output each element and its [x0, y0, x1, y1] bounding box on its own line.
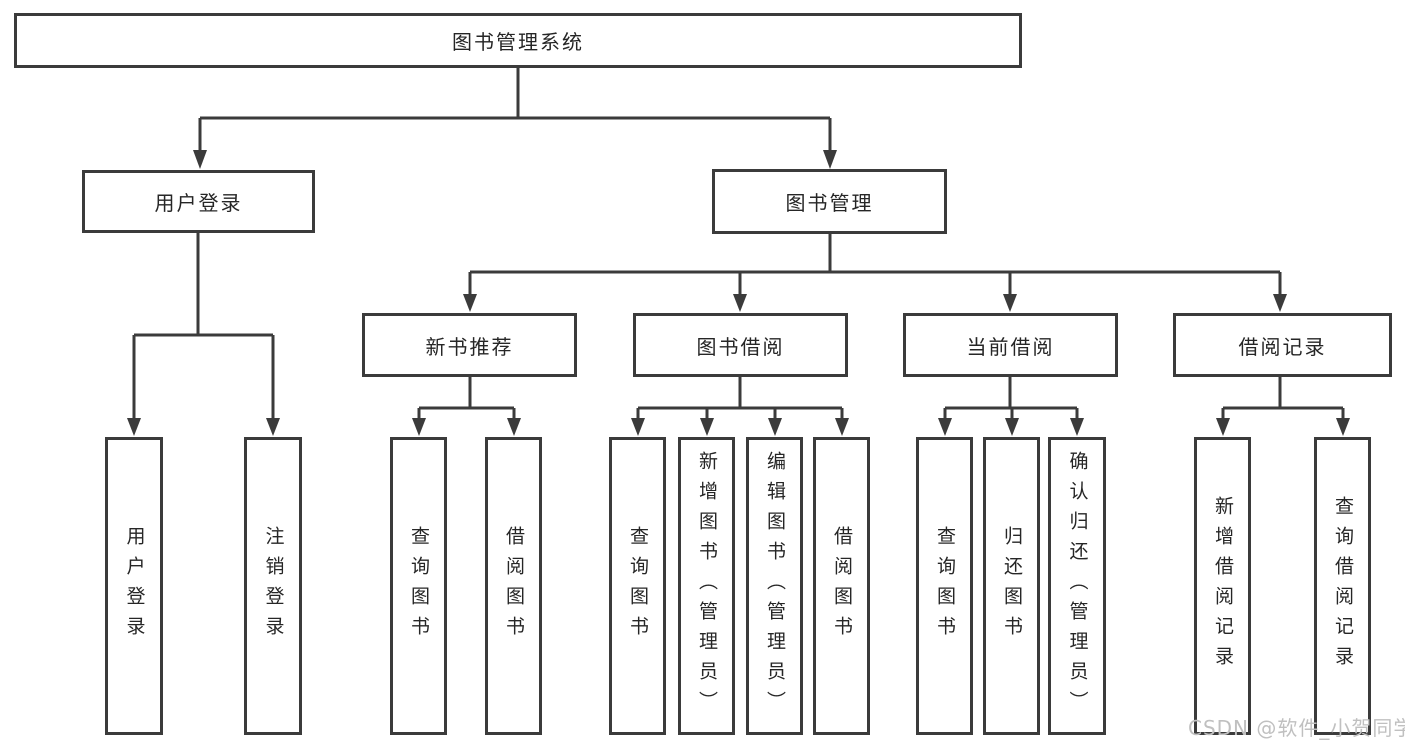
node-leaf-confirm-return-admin: 确认归还（管理员） — [1048, 437, 1106, 735]
node-book-borrow: 图书借阅 — [633, 313, 848, 377]
node-book-management: 图书管理 — [712, 169, 947, 234]
node-label: 查询图书 — [934, 526, 956, 646]
node-current-borrow: 当前借阅 — [903, 313, 1118, 377]
node-leaf-borrow-book-1: 借阅图书 — [485, 437, 542, 735]
node-label: 确认归还（管理员） — [1066, 451, 1089, 721]
node-label: 注销登录 — [262, 526, 285, 646]
node-label: 新书推荐 — [425, 334, 514, 359]
node-leaf-query-book-2: 查询图书 — [609, 437, 666, 735]
node-label: 用户登录 — [154, 191, 243, 215]
node-leaf-return-book: 归还图书 — [983, 437, 1040, 735]
node-label: 新增借阅记录 — [1212, 496, 1234, 676]
node-new-book-recommend: 新书推荐 — [362, 313, 577, 377]
node-leaf-add-borrow-record: 新增借阅记录 — [1194, 437, 1251, 735]
node-label: 查询图书 — [408, 526, 430, 646]
node-label: 归还图书 — [1001, 526, 1023, 646]
node-label: 借阅图书 — [503, 526, 525, 646]
node-label: 编辑图书（管理员） — [764, 451, 786, 721]
node-borrow-record: 借阅记录 — [1173, 313, 1392, 377]
node-label: 图书借阅 — [696, 334, 785, 359]
node-leaf-query-book-1: 查询图书 — [390, 437, 447, 735]
node-leaf-edit-book-admin: 编辑图书（管理员） — [746, 437, 803, 735]
node-label: 当前借阅 — [966, 334, 1055, 359]
node-user-login: 用户登录 — [82, 170, 315, 233]
node-label: 图书管理 — [785, 191, 874, 215]
node-label: 查询借阅记录 — [1332, 496, 1354, 676]
csdn-watermark: CSDN @软件_小贺同学 — [1188, 716, 1405, 740]
node-label: 新增图书（管理员） — [696, 451, 718, 721]
node-leaf-query-book-3: 查询图书 — [916, 437, 973, 735]
node-label: 借阅记录 — [1238, 334, 1327, 359]
node-label: 用户登录 — [123, 526, 146, 646]
node-library-management-system: 图书管理系统 — [14, 13, 1022, 68]
node-label: 图书管理系统 — [452, 30, 584, 54]
node-leaf-borrow-book-2: 借阅图书 — [813, 437, 870, 735]
node-label: 借阅图书 — [831, 526, 853, 646]
node-leaf-query-borrow-record: 查询借阅记录 — [1314, 437, 1371, 735]
node-leaf-add-book-admin: 新增图书（管理员） — [678, 437, 735, 735]
node-label: 查询图书 — [627, 526, 649, 646]
node-leaf-user-login: 用户登录 — [105, 437, 163, 735]
node-leaf-logout: 注销登录 — [244, 437, 302, 735]
